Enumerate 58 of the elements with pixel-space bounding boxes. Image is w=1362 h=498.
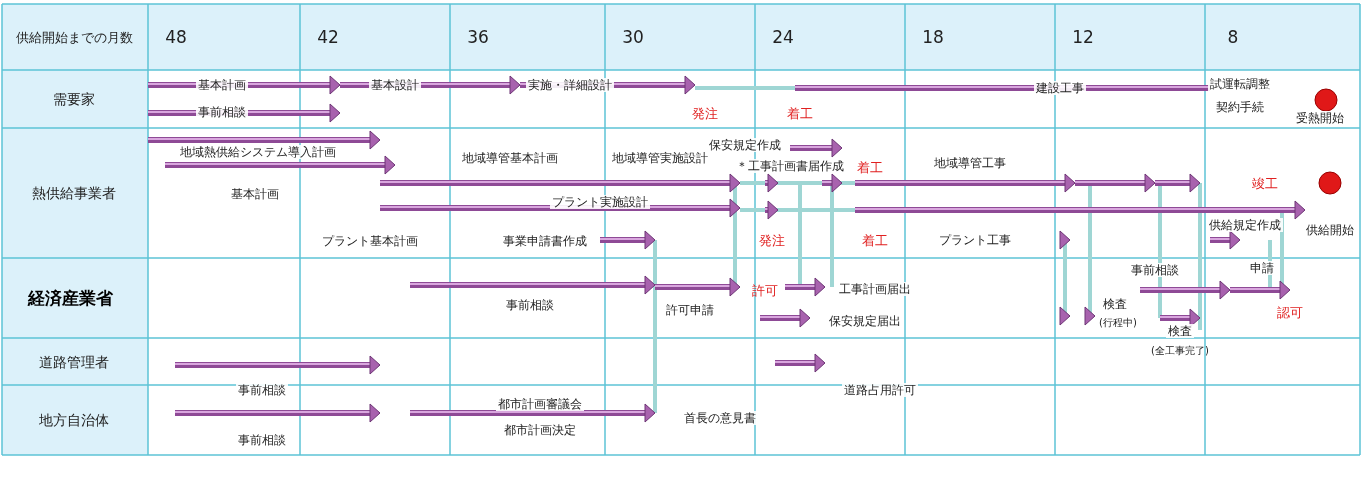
month-number: 8 xyxy=(1227,28,1239,46)
month-number: 30 xyxy=(622,28,644,46)
row-header: 地方自治体 xyxy=(39,413,109,427)
task-label: 事業申請書作成 xyxy=(501,234,589,248)
task-label: 事前相談 xyxy=(236,433,288,447)
milestone-label: 発注 xyxy=(692,106,718,120)
task-label: 工事計画届出 xyxy=(837,282,913,296)
task-label: 供給規定作成 xyxy=(1207,218,1283,232)
month-number: 12 xyxy=(1072,28,1094,46)
task-label: 申請 xyxy=(1248,261,1276,275)
task-label: 基本計画 xyxy=(196,78,248,92)
task-label: 検査 xyxy=(1166,324,1194,338)
month-number: 18 xyxy=(922,28,944,46)
task-label: 都市計画決定 xyxy=(502,423,578,437)
milestone-label: 着工 xyxy=(857,160,883,174)
task-label: 実施・詳細設計 xyxy=(526,78,614,92)
task-label: 許可申請 xyxy=(664,303,716,317)
task-label: 都市計画審議会 xyxy=(496,397,584,411)
milestone-label: 発注 xyxy=(759,233,785,247)
task-label: プラント工事 xyxy=(937,233,1013,247)
column-header: 供給開始までの月数 xyxy=(15,30,133,44)
month-number: 24 xyxy=(772,28,794,46)
note-text: (全工事完了) xyxy=(1151,346,1209,356)
month-number: 42 xyxy=(317,28,339,46)
milestone-label: 許可 xyxy=(752,283,778,297)
task-label: 保安規定届出 xyxy=(827,314,903,328)
task-label: 契約手続 xyxy=(1214,100,1266,114)
milestone-label: 認可 xyxy=(1277,305,1303,319)
task-label: 道路占用許可 xyxy=(842,383,918,397)
row-header: 熱供給事業者 xyxy=(32,186,116,200)
task-label: 基本設計 xyxy=(369,78,421,92)
task-label: 事前相談 xyxy=(1129,263,1181,277)
task-label: 事前相談 xyxy=(196,105,248,119)
task-label: プラント実施設計 xyxy=(550,195,650,209)
milestone-label: 着工 xyxy=(787,106,813,120)
month-number: 48 xyxy=(165,28,187,46)
task-label: 建設工事 xyxy=(1034,81,1086,95)
task-label: 検査 xyxy=(1101,297,1129,311)
task-label: 供給開始 xyxy=(1304,223,1356,237)
task-label: 基本計画 xyxy=(229,187,281,201)
row-header: 需要家 xyxy=(53,92,95,106)
month-number: 36 xyxy=(467,28,489,46)
milestone-label: 着工 xyxy=(862,233,888,247)
task-label: プラント基本計画 xyxy=(320,234,420,248)
task-label: 地域導管工事 xyxy=(932,156,1008,170)
task-label: 地域熱供給システム導入計画 xyxy=(178,145,338,159)
row-header: 道路管理者 xyxy=(39,355,109,369)
task-label: 地域導管基本計画 xyxy=(460,151,560,165)
task-label: 地域導管実施設計 xyxy=(610,151,710,165)
task-label: 事前相談 xyxy=(504,298,556,312)
task-label: 首長の意見書 xyxy=(682,411,758,425)
milestone-label: 竣工 xyxy=(1252,176,1278,190)
task-label: 事前相談 xyxy=(236,383,288,397)
task-label: 保安規定作成 xyxy=(707,138,783,152)
note-text: (行程中) xyxy=(1099,318,1137,328)
row-header: 経済産業省 xyxy=(27,289,113,307)
task-label: 試運転調整 xyxy=(1208,77,1272,91)
task-label: 受熱開始 xyxy=(1294,111,1346,125)
